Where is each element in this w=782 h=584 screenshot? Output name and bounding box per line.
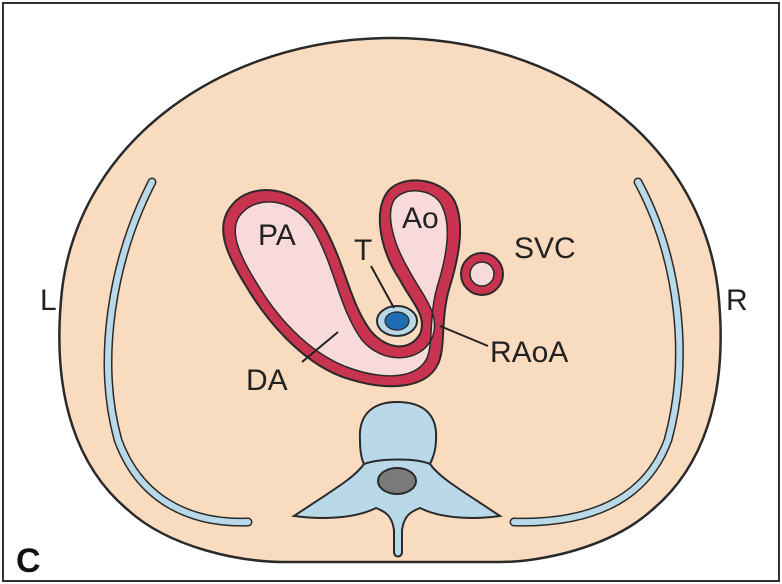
vertebral-body-line <box>363 458 431 465</box>
label-raoa: RAoA <box>490 336 568 369</box>
label-t: T <box>354 234 372 267</box>
label-left-side: L <box>40 284 57 317</box>
label-ao: Ao <box>402 202 439 235</box>
left-rib-fill <box>105 179 251 526</box>
leader-line-t <box>370 265 395 309</box>
label-pa: PA <box>258 219 296 252</box>
label-right-side: R <box>726 284 748 317</box>
right-rib-fill <box>511 179 683 526</box>
panel-letter: C <box>16 542 41 580</box>
leader-line-raoa <box>439 325 489 347</box>
label-da: DA <box>246 364 288 397</box>
svc-lumen <box>469 261 495 287</box>
spinal-canal <box>377 467 417 495</box>
label-svc: SVC <box>514 232 576 265</box>
leader-line-da <box>301 331 339 363</box>
great-vessels-lumen <box>234 190 448 377</box>
trachea-lumen <box>384 311 410 331</box>
